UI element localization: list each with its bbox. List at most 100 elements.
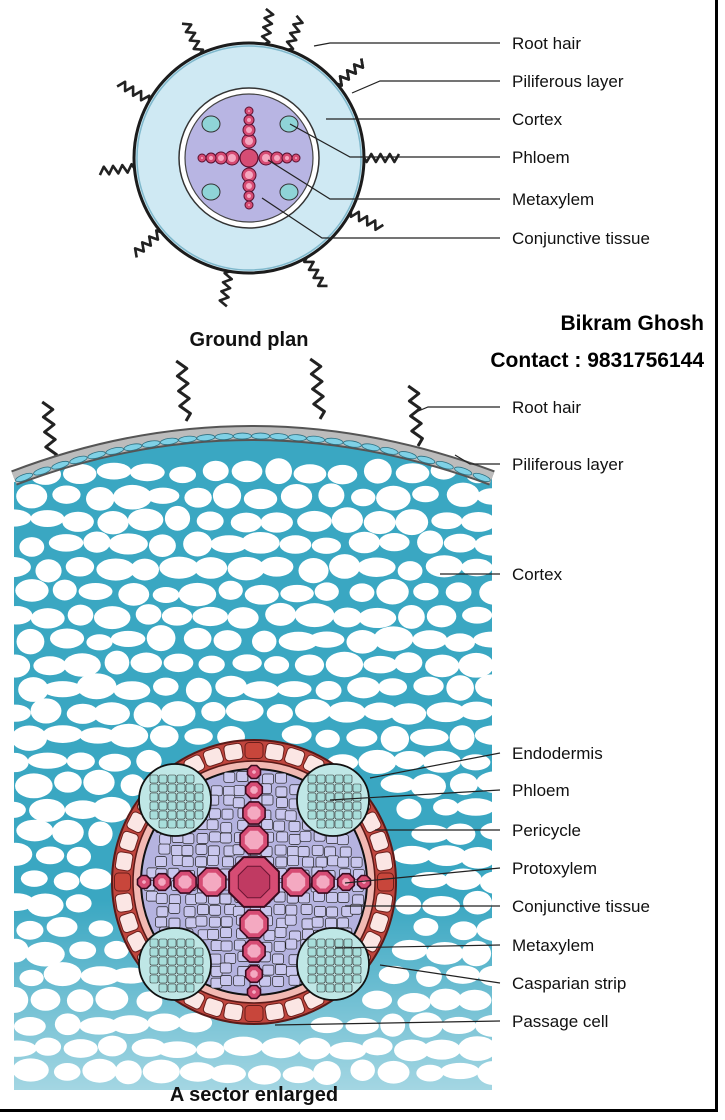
conjunctive-cell: [275, 845, 286, 855]
phloem-cell: [186, 820, 194, 828]
cortex-cell: [232, 461, 263, 483]
root-hair: [135, 231, 165, 258]
cortex-cell: [417, 531, 443, 554]
phloem-cell: [150, 957, 158, 965]
cortex-cell: [376, 486, 411, 511]
cortex-cell: [130, 464, 165, 482]
cortex-cell: [184, 628, 212, 650]
phloem-cell: [326, 784, 334, 792]
phloem-cell: [353, 975, 361, 983]
cortex-cell: [86, 487, 114, 511]
conjunctive-cell: [159, 844, 170, 854]
ground-plan-caption: Ground plan: [190, 329, 309, 351]
phloem-cell: [168, 948, 176, 956]
phloem-cell: [308, 775, 316, 783]
cortex-cell: [161, 701, 196, 726]
cortex-cell: [66, 557, 94, 577]
conjunctive-cell: [209, 905, 220, 915]
label-protoxylem: Protoxylem: [512, 859, 597, 878]
cortex-cell: [496, 511, 528, 531]
cortex-cell: [111, 631, 145, 647]
cortex-cell: [294, 464, 327, 483]
passage-cell: [115, 873, 131, 891]
cortex-cell: [381, 726, 409, 752]
cortex-cell: [346, 729, 377, 747]
phloem-cell: [317, 820, 325, 828]
cortex-cell: [412, 486, 439, 502]
phloem-cell: [150, 775, 158, 783]
conjunctive-cell: [298, 847, 309, 857]
cortex-cell: [477, 488, 509, 505]
phloem-cell: [186, 984, 194, 992]
cortex-cell: [396, 463, 430, 483]
xylem-lumen: [248, 945, 261, 958]
phloem-cell: [335, 784, 343, 792]
conjunctive-cell: [169, 903, 180, 913]
phloem-patch: [202, 184, 220, 200]
cortex-cell: [295, 654, 324, 675]
conjunctive-cell: [263, 965, 274, 975]
label-cortex: Cortex: [512, 110, 563, 129]
phloem-cell: [317, 975, 325, 983]
conjunctive-cell: [275, 927, 286, 937]
phloem-cell: [344, 793, 352, 801]
cortex-cell: [19, 537, 44, 557]
cortex-cell: [318, 483, 344, 507]
phloem-cell: [317, 957, 325, 965]
label-metaxylem: Metaxylem: [512, 936, 594, 955]
cortex-cell: [510, 626, 547, 652]
piliferous-cell: [252, 433, 270, 439]
conjunctive-cell: [171, 845, 182, 855]
cortex-cell: [395, 509, 428, 535]
endodermis-cell: [115, 892, 134, 912]
conjunctive-cell: [172, 855, 183, 865]
label-passage-cell: Passage cell: [512, 1012, 608, 1031]
cortex-cell: [21, 870, 48, 887]
cortex-cell: [219, 581, 243, 600]
conjunctive-cell: [220, 963, 231, 973]
conjunctive-cell: [186, 895, 197, 905]
phloem-cell: [150, 966, 158, 974]
cortex-cell: [260, 557, 294, 577]
conjunctive-cell: [312, 845, 323, 855]
phloem-cell: [335, 811, 343, 819]
cortex-cell: [475, 674, 510, 699]
cortex-cell: [35, 559, 61, 582]
phloem-cell: [344, 975, 352, 983]
cortex-cell: [131, 653, 163, 673]
phloem-cell: [195, 966, 203, 974]
cortex-cell: [97, 511, 128, 534]
cortex-cell: [517, 917, 541, 938]
conjunctive-cell: [326, 918, 337, 928]
phloem-cell: [317, 775, 325, 783]
phloem-cell: [177, 975, 185, 983]
cortex-cell: [43, 725, 83, 743]
phloem-cell: [335, 802, 343, 810]
conjunctive-cell: [211, 941, 222, 951]
cortex-cell: [159, 557, 198, 579]
endodermis-cell: [223, 1003, 243, 1022]
cortex-cell: [495, 1037, 528, 1061]
label-phloem: Phloem: [512, 148, 570, 167]
conjunctive-cell: [289, 834, 300, 844]
conjunctive-cell: [286, 905, 297, 915]
phloem-cell: [168, 984, 176, 992]
xylem-lumen: [252, 990, 256, 994]
conjunctive-cell: [211, 786, 222, 796]
root-hair: [304, 254, 327, 286]
cortex-cell: [136, 604, 162, 625]
endodermis-cell: [375, 892, 394, 912]
cortex-cell: [147, 488, 180, 504]
cortex-cell: [83, 531, 110, 552]
phloem-cell: [159, 948, 167, 956]
xylem-lumen: [248, 807, 261, 820]
conjunctive-cell: [208, 929, 219, 939]
conjunctive-cell: [276, 773, 287, 783]
cortex-cell: [0, 705, 31, 722]
phloem-cell: [317, 784, 325, 792]
cortex-cell: [379, 533, 409, 551]
cortex-cell: [194, 557, 227, 579]
conjunctive-cell: [274, 904, 285, 914]
phloem-cell: [344, 957, 352, 965]
cortex-cell: [245, 585, 279, 605]
